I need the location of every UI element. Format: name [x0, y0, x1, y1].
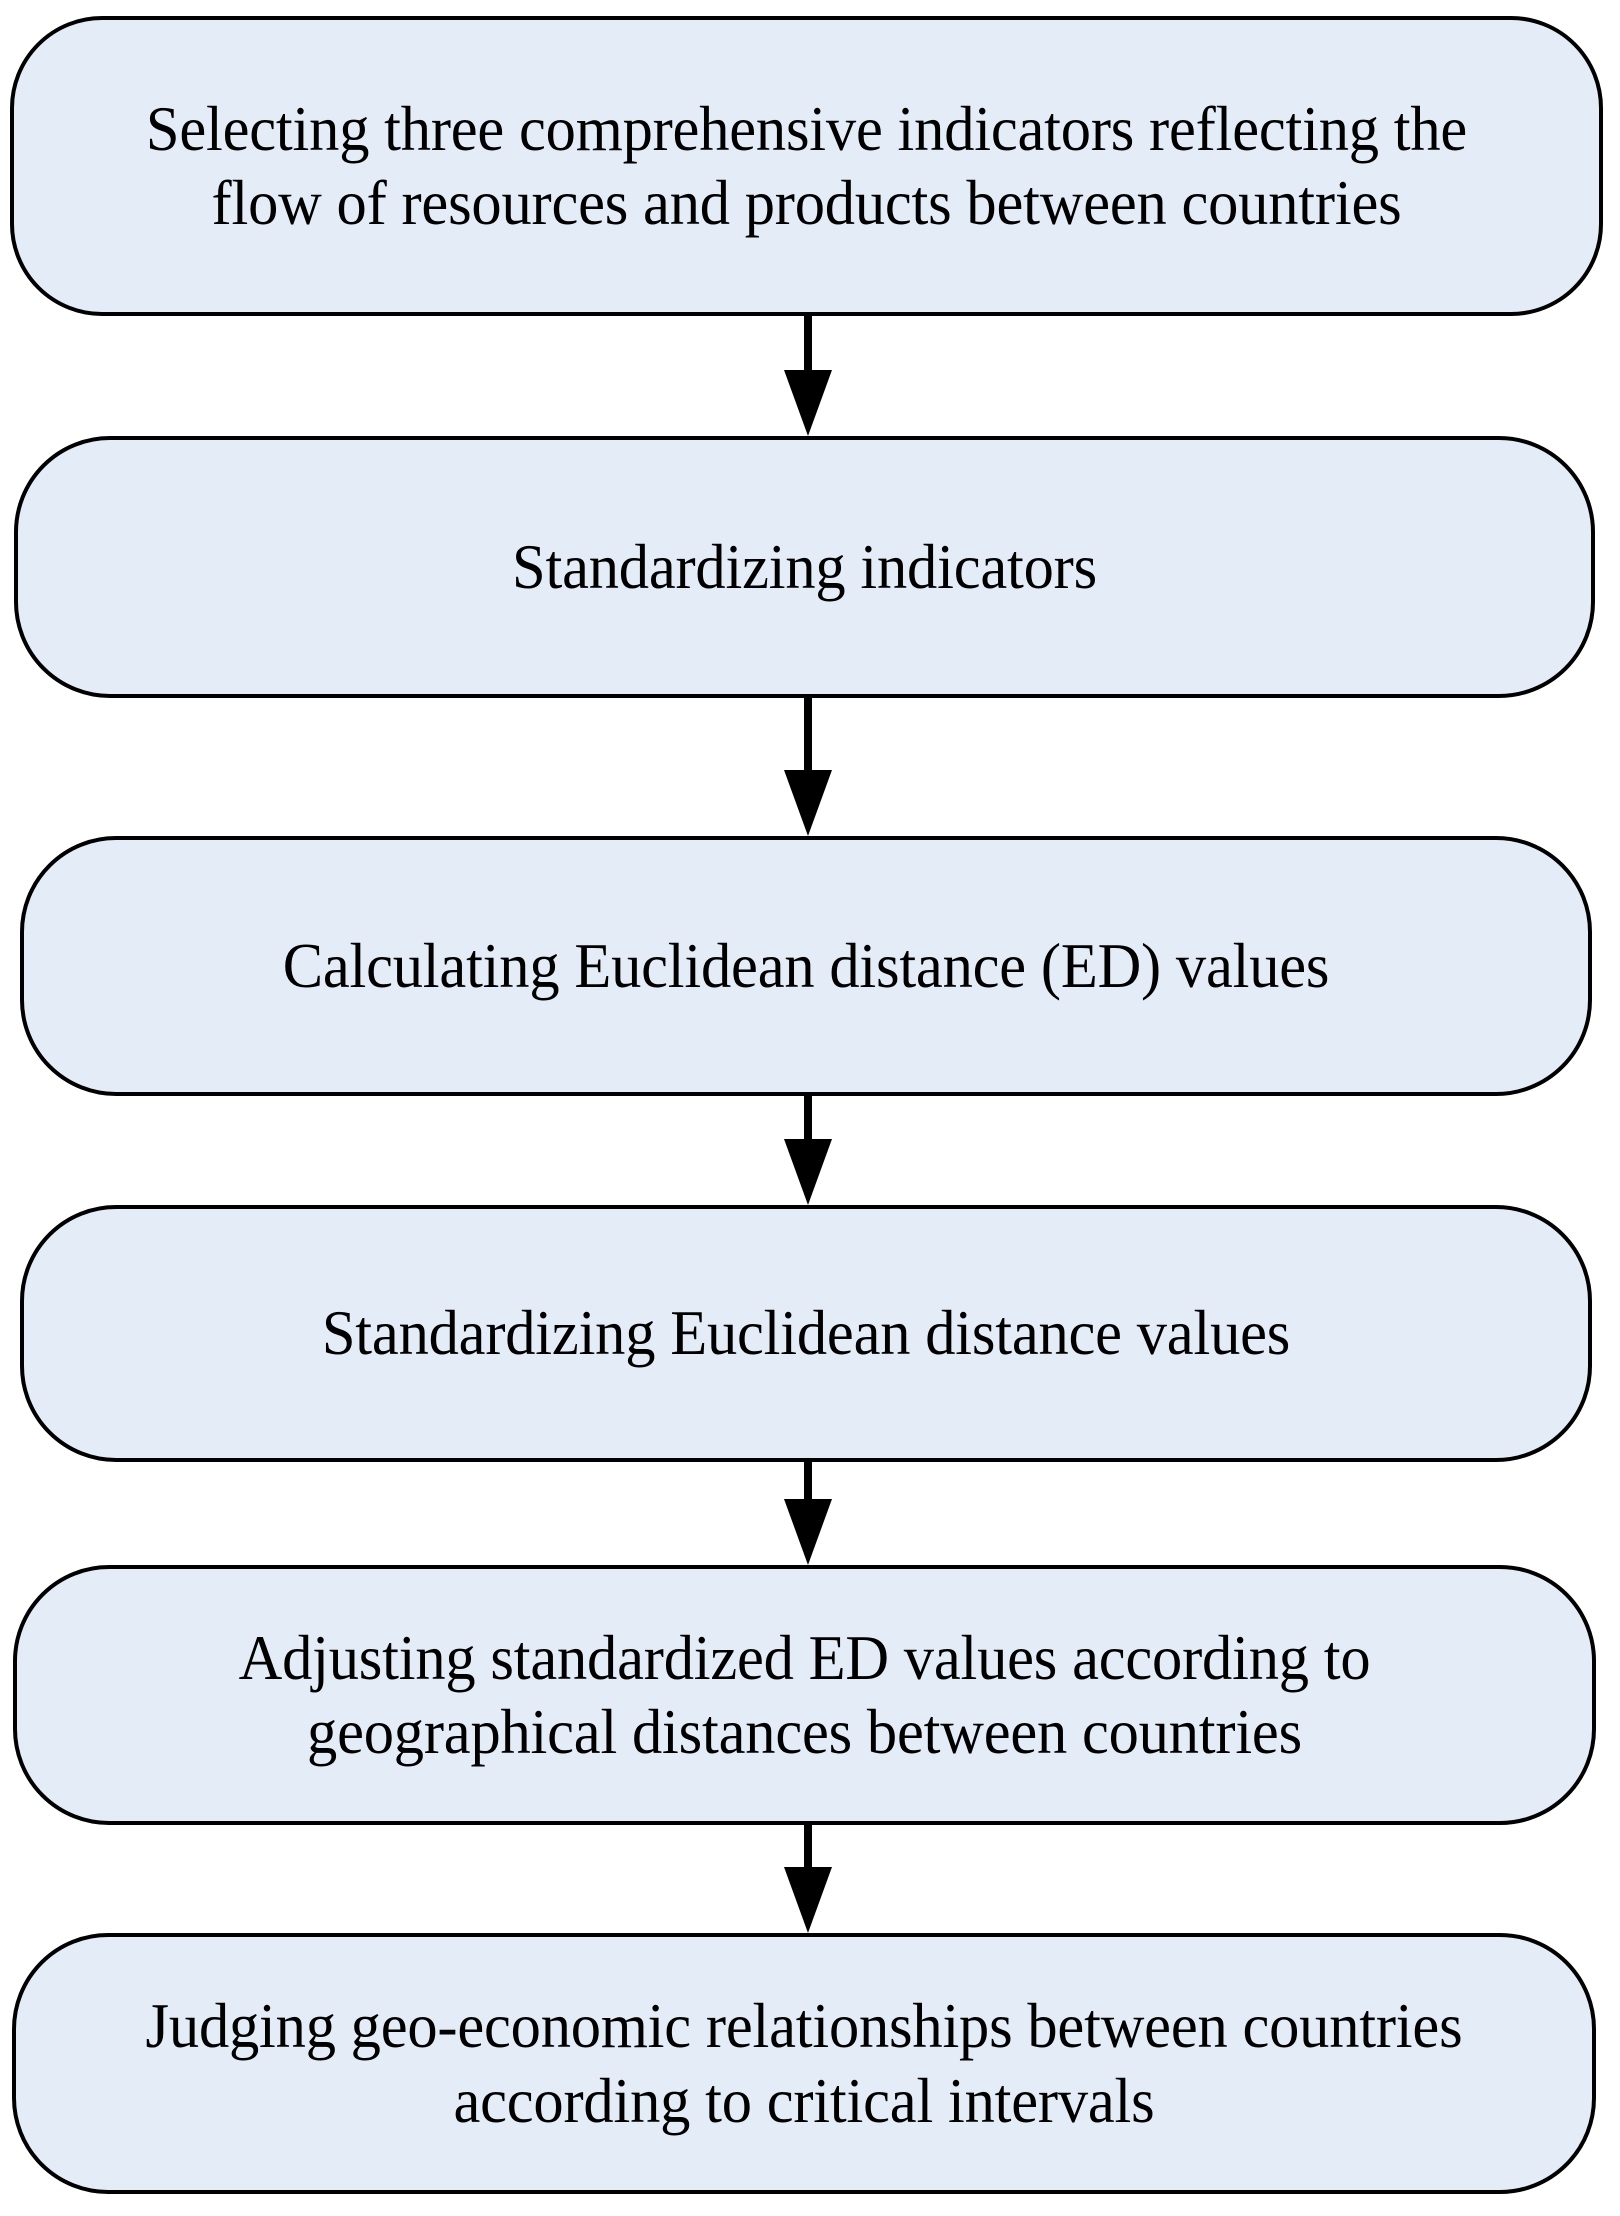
flowchart-node-step-1: Selecting three comprehensive indicators…: [10, 16, 1603, 316]
down-arrow-icon: [784, 1096, 832, 1205]
flowchart-node-step-2: Standardizing indicators: [14, 436, 1595, 698]
flowchart-node-label: Calculating Euclidean distance (ED) valu…: [282, 930, 1330, 1001]
arrow-head: [784, 770, 832, 836]
arrow-head: [784, 1499, 832, 1565]
arrow-shaft: [804, 1096, 812, 1141]
flowchart-node-label: Standardizing Euclidean distance values: [321, 1298, 1291, 1369]
arrow-head: [784, 370, 832, 436]
flowchart-node-step-5: Adjusting standardized ED values accordi…: [13, 1565, 1596, 1825]
flowchart-node-label: Selecting three comprehensive indicators…: [145, 93, 1468, 238]
flowchart-node-label: Adjusting standardized ED values accordi…: [238, 1622, 1371, 1767]
arrow-shaft: [804, 316, 812, 372]
flowchart-node-step-6: Judging geo-economic relationships betwe…: [12, 1933, 1596, 2194]
arrow-shaft: [804, 698, 812, 772]
flowchart-node-label: Judging geo-economic relationships betwe…: [145, 1991, 1463, 2136]
flowchart-node-label: Standardizing indicators: [512, 531, 1097, 602]
flowchart-node-step-4: Standardizing Euclidean distance values: [20, 1205, 1592, 1462]
arrow-head: [784, 1867, 832, 1933]
down-arrow-icon: [784, 1462, 832, 1565]
down-arrow-icon: [784, 316, 832, 436]
arrow-shaft: [804, 1462, 812, 1501]
flowchart-node-step-3: Calculating Euclidean distance (ED) valu…: [20, 836, 1592, 1096]
down-arrow-icon: [784, 1825, 832, 1933]
arrow-shaft: [804, 1825, 812, 1869]
down-arrow-icon: [784, 698, 832, 836]
arrow-head: [784, 1139, 832, 1205]
